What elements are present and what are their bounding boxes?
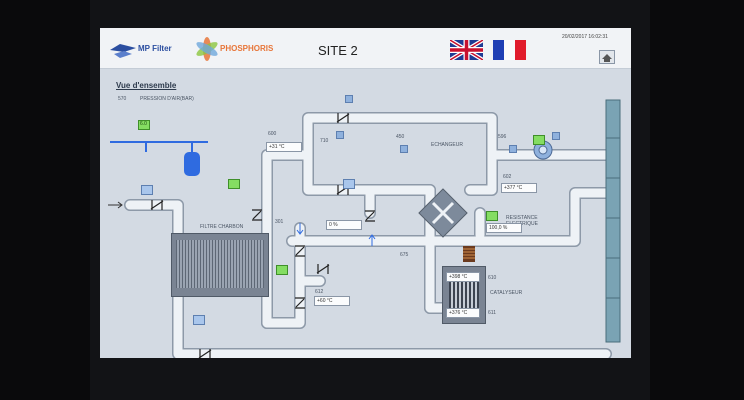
logo-text: MP Filter bbox=[138, 44, 172, 53]
label-570: 570 bbox=[118, 96, 127, 102]
indicator-612[interactable] bbox=[276, 265, 288, 275]
flag-fr-icon[interactable] bbox=[493, 40, 526, 60]
sensor-top bbox=[345, 95, 353, 103]
indicator-bottom[interactable] bbox=[193, 315, 205, 325]
process-diagram bbox=[108, 99, 621, 358]
valve-675-icon[interactable] bbox=[316, 264, 330, 274]
indicator-mid[interactable] bbox=[343, 179, 355, 189]
home-button[interactable] bbox=[599, 50, 615, 64]
valve-301-icon[interactable] bbox=[295, 245, 305, 257]
valve-mid-icon[interactable] bbox=[365, 210, 375, 222]
temp-mid-field[interactable]: 0 % bbox=[326, 220, 362, 230]
indicator-596[interactable] bbox=[533, 135, 545, 145]
label-675: 675 bbox=[400, 252, 409, 258]
label-611: 611 bbox=[488, 310, 496, 316]
label-610: 610 bbox=[488, 275, 497, 281]
valve-inlet-icon[interactable] bbox=[150, 200, 164, 210]
label-600: 600 bbox=[268, 131, 277, 137]
valve-612-icon[interactable] bbox=[295, 297, 305, 309]
label-612: 612 bbox=[315, 289, 324, 295]
label-pression: PRESSION D'AIR(BAR) bbox=[140, 96, 194, 102]
catalyst-core bbox=[449, 279, 479, 311]
home-icon bbox=[602, 54, 612, 62]
brand-text: PHOSPHORIS bbox=[220, 44, 274, 53]
sensor-596 bbox=[509, 145, 517, 153]
sensor-450 bbox=[400, 145, 408, 153]
indicator-resistance[interactable] bbox=[486, 211, 498, 221]
charcoal-filter bbox=[171, 233, 269, 297]
cat-bottom-field[interactable]: +376 °C bbox=[446, 308, 480, 318]
label-602: 602 bbox=[503, 174, 512, 180]
page-title: SITE 2 bbox=[318, 43, 358, 58]
label-echangeur: ECHANGEUR bbox=[431, 142, 463, 148]
temp-bottom-field[interactable]: +60 °C bbox=[314, 296, 350, 306]
hmi-screen: MP Filter PHOSPHORIS SITE 2 20/02/2017 1… bbox=[100, 28, 631, 358]
header-bar: MP Filter PHOSPHORIS SITE 2 20/02/2017 1… bbox=[100, 28, 631, 69]
valve-top-icon[interactable] bbox=[336, 113, 350, 123]
phosphoris-flower-icon bbox=[196, 37, 218, 61]
temp-left-field[interactable]: +31 °C bbox=[266, 142, 302, 152]
valve-bottom-icon[interactable] bbox=[198, 349, 212, 358]
valve-600-icon[interactable] bbox=[252, 209, 262, 221]
label-710: 710 bbox=[320, 138, 329, 144]
filter-mesh bbox=[176, 240, 264, 288]
view-title: Vue d'ensemble bbox=[116, 81, 177, 90]
label-filtre-charbon: FILTRE CHARBON bbox=[200, 224, 244, 230]
label-301: 301 bbox=[275, 219, 284, 225]
sensor-fan bbox=[552, 132, 560, 140]
indicator-600[interactable] bbox=[228, 179, 240, 189]
datetime: 20/02/2017 16:02:31 bbox=[562, 34, 608, 40]
sensor-710 bbox=[336, 131, 344, 139]
temp-right-field[interactable]: +377 °C bbox=[501, 183, 537, 193]
cat-top-field[interactable]: +398 °C bbox=[446, 272, 480, 282]
mp-filter-logo-icon bbox=[110, 44, 136, 58]
valves-layer bbox=[150, 113, 375, 358]
label-596: 596 bbox=[498, 134, 507, 140]
pressure-indicator[interactable] bbox=[138, 120, 150, 130]
indicator-inlet[interactable] bbox=[141, 185, 153, 195]
pressure-value: 6.0 bbox=[140, 121, 147, 127]
label-450: 450 bbox=[396, 134, 405, 140]
label-catalyseur: CATALYSEUR bbox=[490, 290, 523, 296]
resistance-pct-field[interactable]: 100,0 % bbox=[486, 223, 522, 233]
flag-uk-icon[interactable] bbox=[450, 40, 483, 60]
